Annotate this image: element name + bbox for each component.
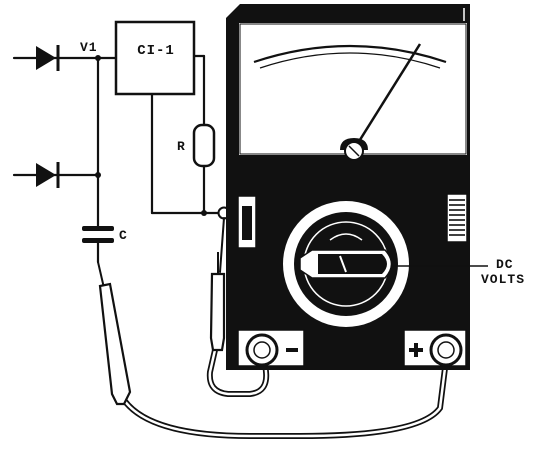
meter-needle xyxy=(356,43,422,144)
test-probe-icon-2 xyxy=(97,261,132,406)
label-volts: VOLTS xyxy=(481,272,526,287)
label-ci: CI-1 xyxy=(137,43,175,59)
ic-block-icon xyxy=(114,20,196,96)
multimeter-icon xyxy=(226,4,488,370)
meter-scale-window xyxy=(237,21,469,157)
diode-icon-2 xyxy=(36,162,60,188)
capacitor-icon xyxy=(82,226,114,243)
junction-dots xyxy=(95,55,207,216)
label-capacitor: C xyxy=(119,228,128,243)
label-resistor: R xyxy=(177,139,186,154)
minus-sign-icon xyxy=(286,348,298,352)
test-probe-icon xyxy=(209,252,226,352)
test-lead-positive xyxy=(121,349,450,439)
plus-sign-icon xyxy=(409,343,423,357)
resistor-icon xyxy=(192,123,216,168)
test-lead-negative xyxy=(206,217,270,397)
label-v1: V1 xyxy=(80,40,98,55)
diode-icon xyxy=(36,45,60,71)
label-dc: DC xyxy=(496,257,514,272)
